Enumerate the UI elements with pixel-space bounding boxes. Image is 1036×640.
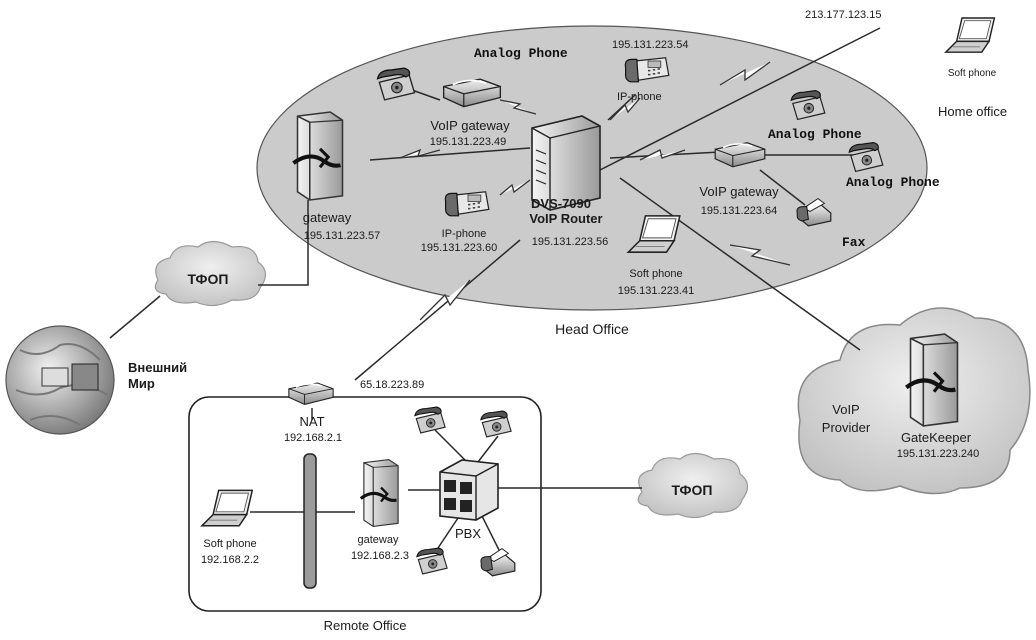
gatekeeper-ip: 195.131.223.240 bbox=[896, 448, 980, 460]
switch-bar bbox=[303, 453, 317, 589]
pstn-cloud-right bbox=[637, 452, 749, 519]
gateway-ip: 195.131.223.57 bbox=[303, 230, 381, 242]
remote-office-title: Remote Office bbox=[323, 618, 407, 633]
voip-gateway-left-ip: 195.131.223.49 bbox=[429, 136, 507, 148]
globe-icon bbox=[5, 325, 115, 435]
link-zigzags bbox=[399, 61, 791, 321]
fax-label: Fax bbox=[842, 235, 866, 250]
router-subtitle: VoIP Router bbox=[529, 211, 603, 226]
voip-gateway-right-label: VoIP gateway bbox=[699, 184, 779, 199]
voip-gateway-right-ip: 195.131.223.64 bbox=[700, 205, 778, 217]
remote-soft-phone-label: Soft phone bbox=[203, 538, 257, 550]
remote-gateway-server-icon[interactable] bbox=[358, 458, 401, 528]
voip-gateway-left-label: VoIP gateway bbox=[430, 118, 510, 133]
remote-gateway-label: gateway bbox=[357, 534, 399, 546]
router-ip: 195.131.223.56 bbox=[531, 236, 609, 248]
provider-line1: VoIP bbox=[832, 402, 860, 417]
gateway-label: gateway bbox=[302, 210, 352, 225]
pstn-right-label: ТФОП bbox=[671, 482, 713, 498]
pstn-cloud-left bbox=[154, 240, 267, 307]
gatekeeper-label: GateKeeper bbox=[900, 430, 972, 445]
analog-phone-right2-label: Analog Phone bbox=[846, 175, 940, 190]
ip-phone-top-label: IP-phone bbox=[617, 91, 662, 103]
pbx-icon[interactable] bbox=[439, 459, 499, 521]
wan-ip: 65.18.223.89 bbox=[360, 379, 425, 391]
nat-ip: 192.168.2.1 bbox=[283, 432, 343, 444]
gatekeeper-server-icon[interactable] bbox=[906, 334, 957, 426]
outer-world-line1: Внешний bbox=[128, 360, 188, 375]
ip-phone-bottom-ip: 195.131.223.60 bbox=[420, 242, 498, 254]
home-office-title: Home office bbox=[938, 104, 1008, 119]
remote-soft-phone-ip: 192.168.2.2 bbox=[200, 554, 260, 566]
connections bbox=[109, 27, 881, 553]
gateway-server-icon[interactable] bbox=[293, 112, 342, 200]
analog-phone-top-label: Analog Phone bbox=[474, 46, 568, 61]
analog-phone-right1-label: Analog Phone bbox=[768, 127, 862, 142]
router-icon[interactable] bbox=[531, 115, 601, 211]
home-office-ip: 213.177.123.15 bbox=[805, 9, 882, 21]
pbx-label: PBX bbox=[454, 526, 482, 541]
nat-label: NAT bbox=[299, 414, 325, 429]
home-soft-phone-label: Soft phone bbox=[947, 68, 997, 79]
soft-phone-ip: 195.131.223.41 bbox=[617, 285, 695, 297]
ip-phone-bottom-label: IP-phone bbox=[441, 228, 487, 240]
outer-world-line2: Мир bbox=[128, 376, 155, 391]
soft-phone-label: Soft phone bbox=[629, 268, 683, 280]
router-name: DVS-7090 bbox=[531, 196, 591, 211]
home-soft-phone-laptop-icon[interactable] bbox=[945, 17, 996, 53]
ip-phone-top-ip: 195.131.223.54 bbox=[612, 39, 689, 51]
provider-line2: Provider bbox=[821, 420, 871, 435]
head-office-title: Head Office bbox=[555, 321, 629, 337]
remote-gateway-ip: 192.168.2.3 bbox=[350, 550, 410, 562]
pstn-left-label: ТФОП bbox=[187, 271, 229, 287]
